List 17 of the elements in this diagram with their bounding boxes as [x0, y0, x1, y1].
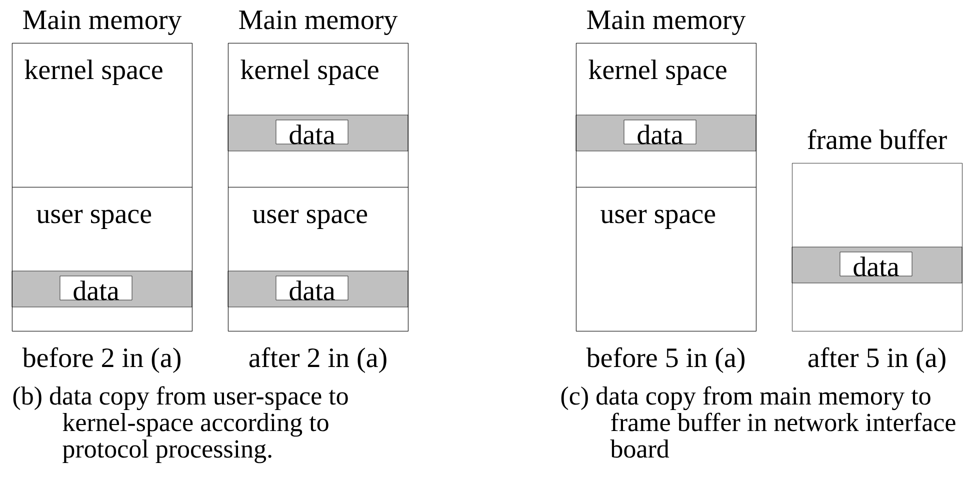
box-heading: frame buffer	[808, 129, 947, 150]
figure-caption: (b) data copy from user-space to kernel-space according to protocol processing.	[13, 386, 348, 464]
box-caption: after 5 in (a)	[808, 347, 946, 373]
memory-region: kernel space	[12, 43, 192, 188]
figure-caption: (c) data copy from main memory to frame buffer in network interface board	[561, 386, 956, 458]
data-box: data	[60, 276, 132, 300]
box-heading: Main memory	[23, 10, 182, 36]
data-box: data	[276, 276, 348, 300]
box-caption: after 2 in (a)	[249, 347, 386, 373]
box-caption: before 5 in (a)	[586, 347, 744, 373]
box-caption: before 2 in (a)	[22, 347, 180, 373]
data-box: data	[624, 120, 696, 144]
box-heading: Main memory	[587, 10, 746, 36]
memory-region: user space	[576, 187, 756, 332]
data-box: data	[276, 120, 348, 144]
box-heading: Main memory	[239, 10, 398, 36]
data-box: data	[840, 252, 912, 276]
